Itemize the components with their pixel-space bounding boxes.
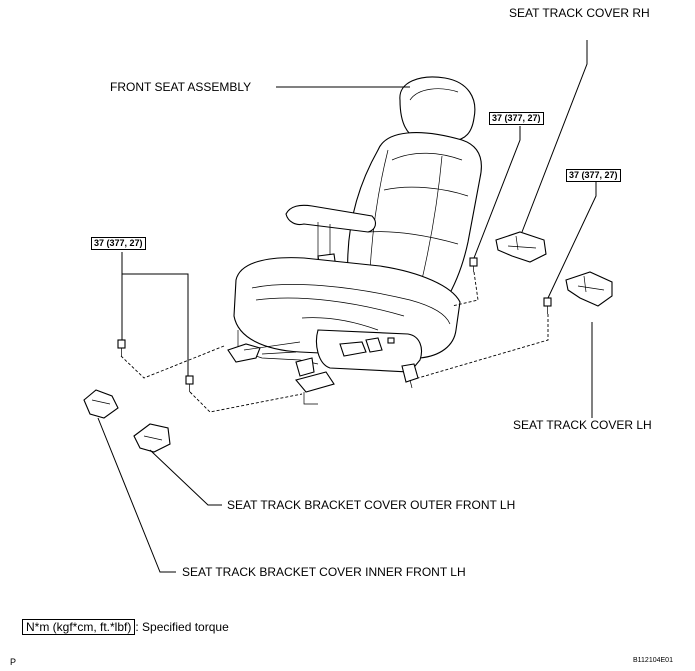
alignment-lines <box>120 271 549 413</box>
label-seat-track-cover-rh: SEAT TRACK COVER RH <box>509 6 650 20</box>
torque-legend-description: : Specified torque <box>135 620 229 634</box>
bolt-left-rear <box>117 339 126 356</box>
leader-lines <box>97 40 597 573</box>
label-front-seat-assembly: FRONT SEAT ASSEMBLY <box>110 80 252 94</box>
corner-letter: P <box>10 657 17 667</box>
bolt-left-front <box>185 375 194 392</box>
torque-spec-middle: 37 (377, 27) <box>489 112 544 125</box>
seat-track-cover-lh <box>565 271 613 307</box>
seat-track-cover-rh <box>495 231 547 263</box>
front-seat-assembly <box>227 76 482 405</box>
label-bracket-cover-outer: SEAT TRACK BRACKET COVER OUTER FRONT LH <box>227 498 516 512</box>
label-bracket-cover-inner: SEAT TRACK BRACKET COVER INNER FRONT LH <box>182 565 466 579</box>
figure-code: B112104E01 <box>633 657 673 664</box>
bracket-cover-inner <box>83 389 119 419</box>
torque-legend: N*m (kgf*cm, ft.*lbf): Specified torque <box>22 619 229 635</box>
torque-spec-left: 37 (377, 27) <box>91 237 146 250</box>
bolt-right-rear <box>469 257 478 272</box>
torque-legend-units: N*m (kgf*cm, ft.*lbf) <box>22 619 136 635</box>
bracket-cover-outer <box>133 423 171 453</box>
torque-spec-right: 37 (377, 27) <box>566 169 621 182</box>
label-seat-track-cover-lh: SEAT TRACK COVER LH <box>513 418 652 432</box>
bolt-right-front <box>543 297 552 314</box>
